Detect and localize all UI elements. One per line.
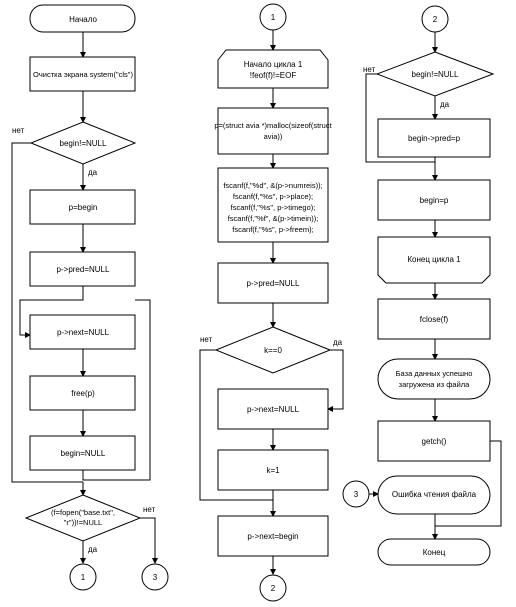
- pred-p-label: begin->pred=p: [408, 134, 461, 143]
- fscanf-line-1: fscanf(f,"%d", &(p->numreis));: [223, 181, 322, 190]
- connector-2-out: [259, 574, 287, 602]
- begin-null-block: [29, 435, 136, 471]
- column-2: 1 Начало цикла 1 !feof(f)!=EOF p=(struct…: [199, 3, 344, 602]
- loop-end-block: [377, 236, 491, 284]
- connector-3-in-label: 3: [354, 490, 359, 499]
- connector-2-out-label: 2: [271, 584, 276, 593]
- k1-label: k=1: [266, 466, 280, 475]
- decision-begin-label-2: begin!=NULL: [412, 70, 459, 79]
- yes-label-1: да: [88, 168, 98, 177]
- malloc-line1: p=(struct avia *)malloc(sizeof(struct: [214, 121, 332, 130]
- connector-3-out: [141, 563, 169, 591]
- next-begin-block: [217, 515, 329, 557]
- connector-1-out-label: 1: [81, 573, 86, 582]
- success-line2: загружена из файла: [399, 380, 470, 389]
- error-message-block: [377, 475, 491, 515]
- yes-label-k: да: [333, 338, 343, 347]
- begin-null-label: begin=NULL: [61, 449, 106, 458]
- pred-null-block-2: [217, 262, 329, 304]
- getch-block: [377, 420, 491, 462]
- loop-start-line2: !feof(f)!=EOF: [250, 71, 297, 80]
- decision-begin-label: begin!=NULL: [60, 139, 107, 148]
- fopen-label-line1: (f=fopen("base.txt",: [51, 508, 115, 517]
- no-label-k: нет: [200, 335, 213, 344]
- free-block: [29, 375, 136, 411]
- column-1: Начало Очистка экрана system("cls") begi…: [11, 4, 169, 591]
- success-line1: База данных успешно: [396, 369, 473, 378]
- fscanf-block: [217, 167, 329, 243]
- fscanf-line-2: fscanf(f,"%s", p->place);: [233, 192, 313, 201]
- clear-screen-block: [29, 56, 136, 92]
- next-null-label-2: p->next=NULL: [247, 405, 300, 414]
- next-begin-label: p->next=begin: [247, 532, 298, 541]
- decision-k-zero: [214, 326, 332, 374]
- fscanf-line-5: fscanf(f,"%s", p->freem);: [232, 225, 313, 234]
- end-label: Конец: [423, 548, 446, 557]
- connector-1-in-label: 1: [271, 13, 276, 22]
- column-3: 2 begin!=NULL нет да begin->pred=p begin…: [342, 5, 502, 566]
- start-label: Начало: [69, 15, 97, 24]
- fscanf-line-4: fscanf(f,"%f", &(p->timein));: [228, 214, 319, 223]
- p-begin-block: [29, 189, 136, 225]
- pred-null-label-2: p->pred=NULL: [247, 279, 300, 288]
- end-terminator: [377, 538, 491, 566]
- success-message-block: [377, 358, 491, 400]
- yes-label-3: да: [440, 100, 450, 109]
- error-label: Ошибка чтения файла: [392, 490, 477, 499]
- pred-null-block: [29, 251, 136, 287]
- connector-3-out-label: 3: [153, 573, 158, 582]
- next-null-block: [29, 314, 136, 350]
- fopen-label-line2: "r"))!=NULL: [64, 518, 102, 527]
- decision-k-label: k==0: [264, 346, 282, 355]
- begin-p-block: [377, 179, 491, 221]
- no-label-2: нет: [143, 505, 156, 514]
- loop-start-line1: Начало цикла 1: [244, 60, 303, 69]
- malloc-block: [217, 107, 329, 155]
- fclose-block: [377, 298, 491, 340]
- fclose-label: fclose(f): [420, 315, 449, 324]
- connector-2-in-label: 2: [433, 15, 438, 24]
- clear-screen-label: Очистка экрана system("cls"): [33, 70, 133, 79]
- no-label-1: нет: [12, 126, 25, 135]
- connector-1-out: [69, 563, 97, 591]
- p-begin-label: p=begin: [69, 203, 98, 212]
- fscanf-line-3: fscanf(f,"%s", p->timego);: [231, 203, 316, 212]
- no-label-3: нет: [363, 65, 376, 74]
- pred-null-label: p->pred=NULL: [57, 265, 110, 274]
- getch-label: getch(): [422, 437, 447, 446]
- malloc-line2: avia)): [264, 132, 283, 141]
- begin-p-label: begin=p: [420, 196, 449, 205]
- k1-block: [217, 449, 329, 491]
- next-null-block-2: [217, 388, 329, 430]
- pred-p-block: [377, 118, 491, 158]
- loop-end-label: Конец цикла 1: [407, 255, 461, 264]
- free-label: free(p): [71, 389, 95, 398]
- yes-label-2: да: [88, 545, 98, 554]
- loop-start-block: [217, 49, 329, 89]
- next-null-label: p->next=NULL: [57, 328, 110, 337]
